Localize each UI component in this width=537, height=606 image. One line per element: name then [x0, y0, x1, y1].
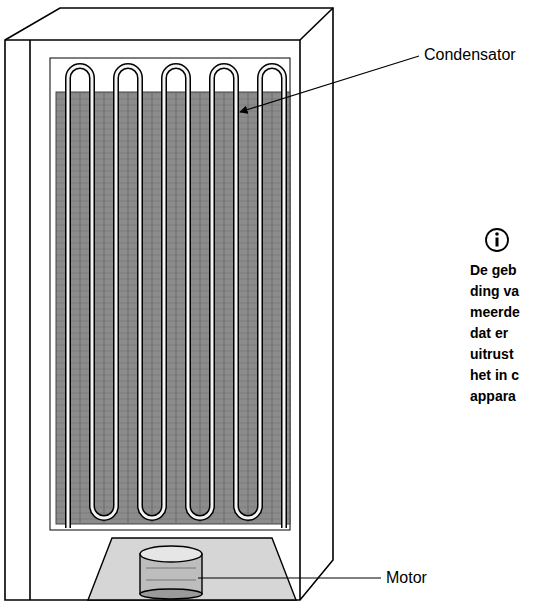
fridge-cabinet	[5, 8, 333, 600]
leader-line	[198, 577, 381, 578]
info-icon	[486, 229, 508, 251]
condenser-coil	[68, 66, 284, 528]
info-note: De geb ding va meerde dat er uitrust het…	[470, 260, 532, 407]
condenser-lines	[80, 92, 272, 524]
motor-compartment	[88, 538, 296, 600]
part-label: Motor	[386, 568, 427, 588]
part-label: Condensator	[424, 45, 516, 65]
leader-line	[240, 56, 419, 112]
